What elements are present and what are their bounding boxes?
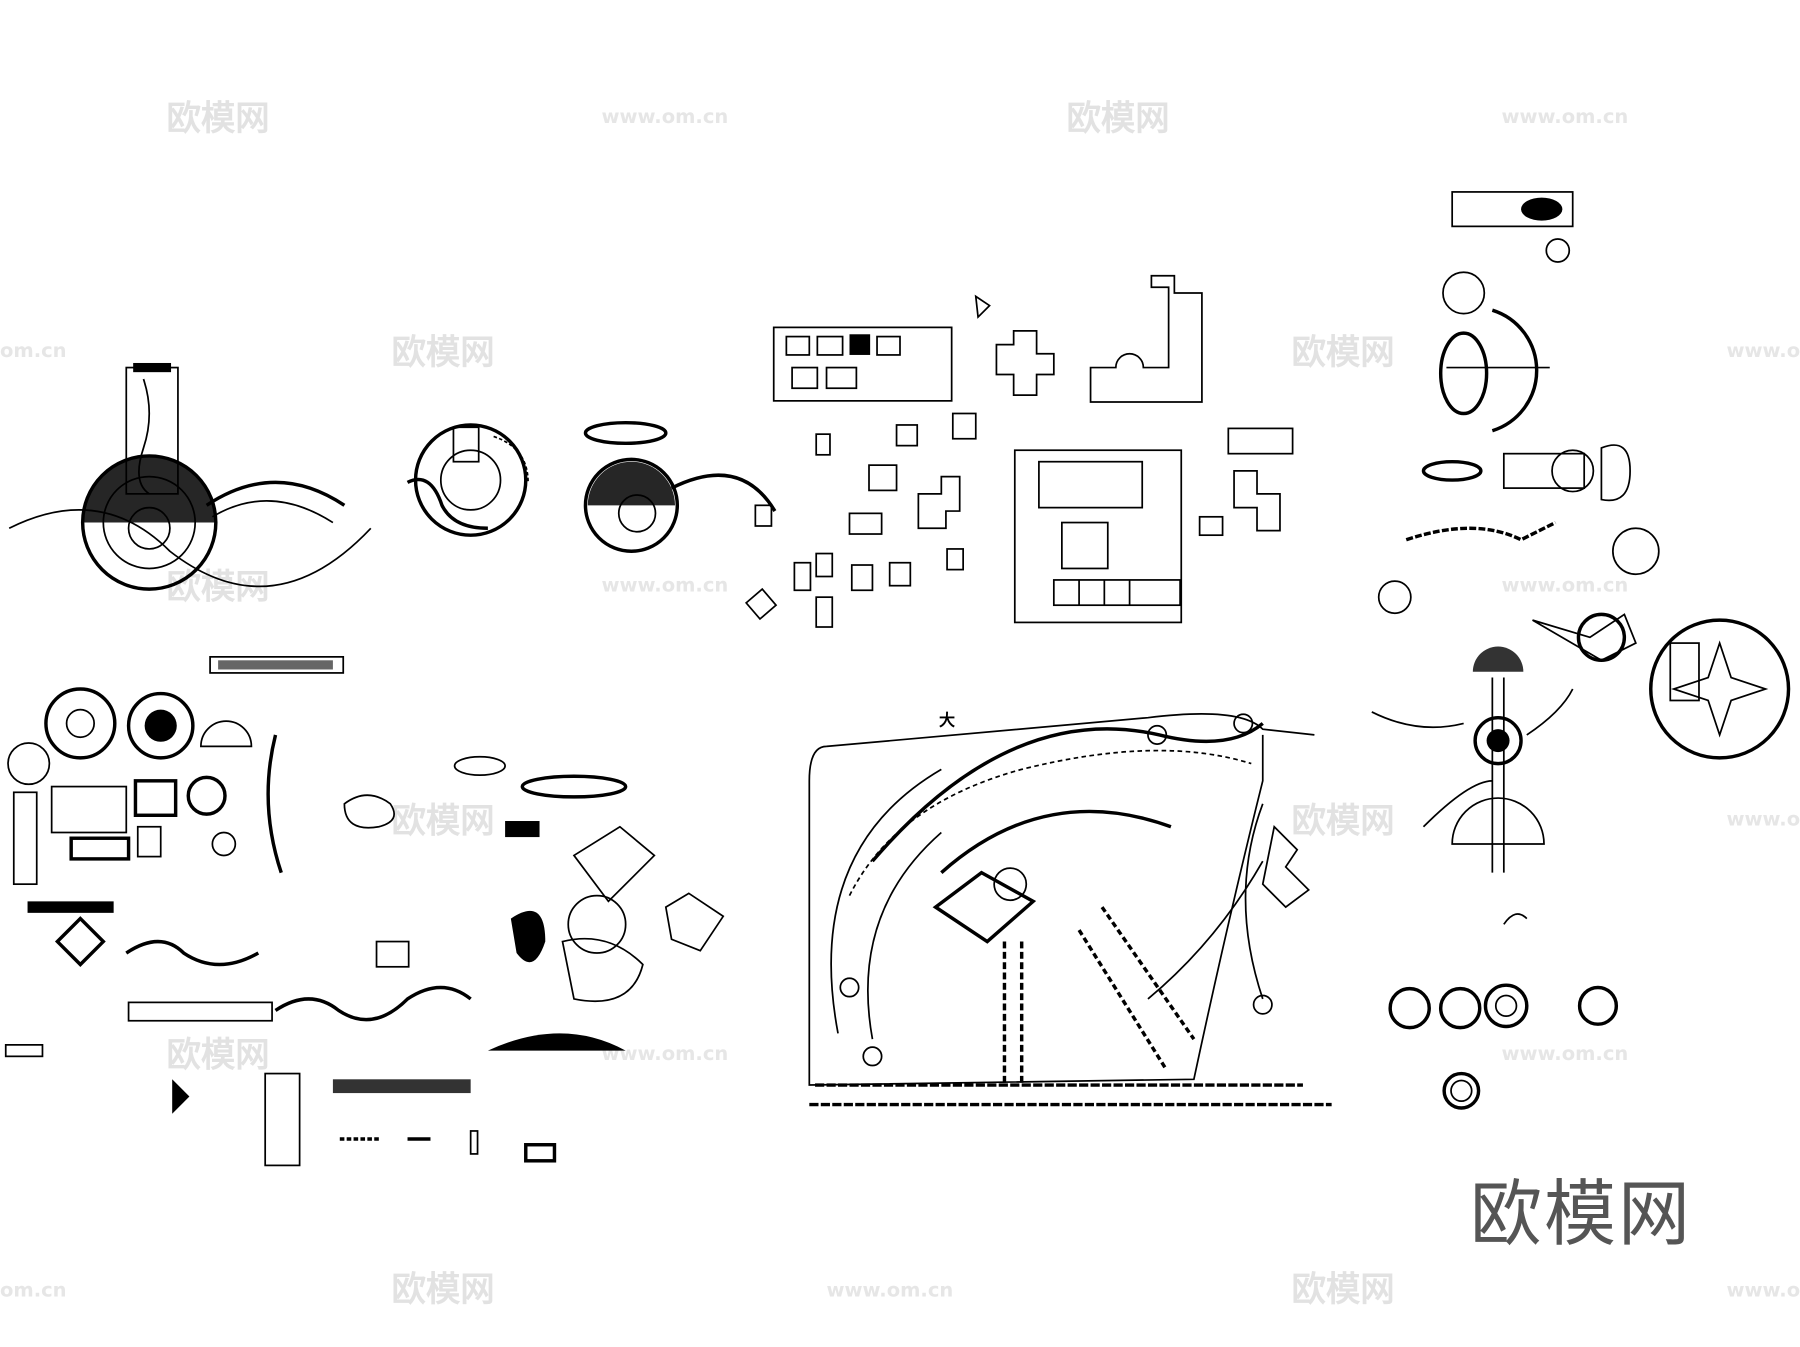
watermark-layer: 欧模网 欧模网 欧模网 欧模网 欧模网 欧模网 欧模网 欧模网 欧模网 欧模网 … [0, 99, 1800, 1310]
watermark-url: www.om.cn [1502, 1042, 1629, 1065]
watermark-url: www.om.cn [602, 573, 729, 596]
watermark-text: 欧模网 [1291, 1270, 1394, 1310]
watermark-url: www.om.cn [602, 105, 729, 128]
landscape-elements [172, 755, 725, 1167]
site-logo: 欧模网 [1470, 1172, 1693, 1256]
watermark-text: 欧模网 [166, 99, 269, 139]
watermark-text: 欧模网 [166, 1036, 269, 1076]
watermark-url: www.om.cn [602, 1042, 729, 1065]
watermark-url: om.cn [0, 1278, 67, 1301]
plaza-plan-1 [8, 362, 372, 591]
watermark-text: 欧模网 [1291, 801, 1394, 841]
watermark-url: www.om.cn [1727, 808, 1800, 831]
watermark-url: www.om.cn [827, 1278, 954, 1301]
right-components [1371, 191, 1791, 1110]
watermark-text: 欧模网 [391, 1270, 494, 1310]
watermark-text: 欧模网 [166, 567, 269, 607]
site-plan: 大 [808, 711, 1332, 1107]
watermark-text: 欧模网 [391, 801, 494, 841]
road-label: 大 [939, 711, 955, 730]
plaza-plan-3 [583, 420, 777, 553]
watermark-url: www.om.cn [1727, 339, 1800, 362]
watermark-url: om.cn [0, 339, 67, 362]
plaza-plan-2 [406, 423, 529, 537]
watermark-text: 欧模网 [391, 333, 494, 373]
watermark-text: 欧模网 [1291, 333, 1394, 373]
paving-components [4, 655, 345, 1058]
watermark-text: 欧模网 [1066, 99, 1169, 139]
watermark-url: www.om.cn [1502, 105, 1629, 128]
watermark-url: www.om.cn [1502, 573, 1629, 596]
building-plans [744, 274, 1294, 628]
watermark-url: www.om.cn [1727, 1278, 1800, 1301]
